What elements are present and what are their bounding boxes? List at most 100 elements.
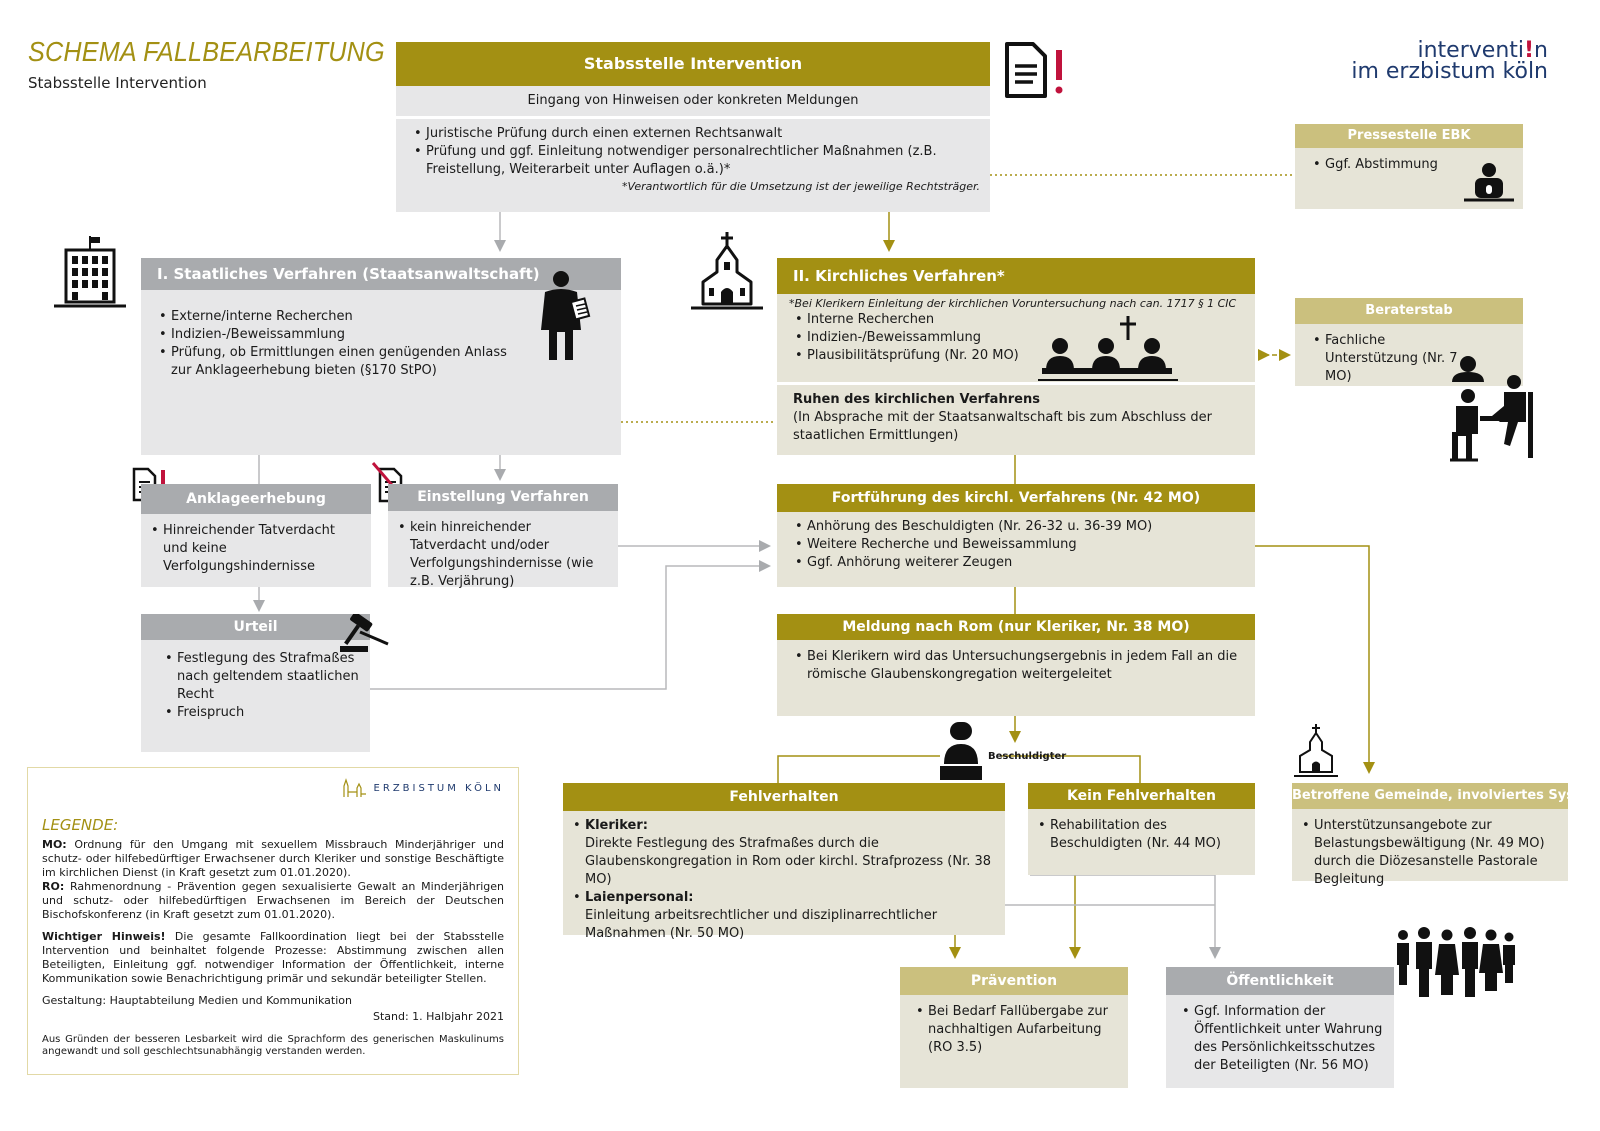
list-item: Kleriker: Direkte Festlegung des Strafmaß… xyxy=(573,817,995,889)
hint-text: Die gesamte Fallkoordination liegt bei d… xyxy=(42,930,504,985)
praevention-title: Prävention xyxy=(900,967,1128,995)
list-item: Anhörung des Beschuldigten (Nr. 26-32 u.… xyxy=(795,518,1245,536)
page-title: SCHEMA FALLBEARBEITUNG xyxy=(28,36,385,67)
journalist-icon xyxy=(1464,163,1514,202)
intervention-logo: interventi!n im erzbistum köln xyxy=(1351,38,1548,84)
legend-hint: Wichtiger Hinweis! Die gesamte Fallkoord… xyxy=(42,930,504,986)
fehlverhalten-title: Fehlverhalten xyxy=(563,783,1005,811)
kleriker-label: Kleriker: xyxy=(585,818,648,833)
list-item: Prüfung, ob Ermittlungen einen genügende… xyxy=(159,344,511,380)
meldung-box: Meldung nach Rom (nur Kleriker, Nr. 38 M… xyxy=(777,614,1255,716)
laien-text: Einleitung arbeitsrechtlicher und diszip… xyxy=(585,908,938,941)
kirchlich-note: *Bei Klerikern Einleitung der kirchliche… xyxy=(789,297,1237,310)
lawyer-icon xyxy=(541,271,591,360)
list-item: Bei Klerikern wird das Untersuchungserge… xyxy=(795,648,1245,684)
kirchlich-box: II. Kirchliches Verfahren* *Bei Kleriker… xyxy=(777,258,1255,455)
staatlich-box: I. Staatliches Verfahren (Staatsanwaltsc… xyxy=(141,258,621,455)
legend-title: LEGENDE: xyxy=(42,816,119,834)
ruhen-text: (In Absprache mit der Staatsanwaltschaft… xyxy=(793,410,1212,443)
urteil-title: Urteil xyxy=(141,614,370,640)
list-item: kein hinreichender Tatverdacht und/oder … xyxy=(398,519,608,591)
kirchlich-title: II. Kirchliches Verfahren* xyxy=(777,258,1255,294)
church-icon xyxy=(691,232,763,310)
legend-box: ERZBISTUM KÖLN LEGENDE: MO: Ordnung für … xyxy=(27,767,519,1075)
list-item: Ggf. Information der Öffentlichkeit unte… xyxy=(1182,1003,1384,1075)
list-item: Ggf. Anhörung weiterer Zeugen xyxy=(795,554,1245,572)
kirchlich-list: Interne Recherchen Indizien-/Beweissamml… xyxy=(795,311,1085,365)
ruhen-title: Ruhen des kirchlichen Verfahrens xyxy=(793,392,1040,407)
einstellung-title: Einstellung Verfahren xyxy=(388,484,618,511)
stabsstelle-subtitle: Eingang von Hinweisen oder konkreten Mel… xyxy=(396,86,990,116)
stabsstelle-title: Stabsstelle Intervention xyxy=(396,42,990,86)
group-icon xyxy=(1397,927,1515,997)
urteil-list: Festlegung des Strafmaßes nach geltendem… xyxy=(165,650,360,722)
legend-small-print: Aus Gründen der besseren Lesbarkeit wird… xyxy=(42,1034,504,1057)
list-item: Ggf. Abstimmung xyxy=(1313,156,1513,174)
kein-fehlverhalten-title: Kein Fehlverhalten xyxy=(1028,783,1255,809)
logo-subline: im erzbistum köln xyxy=(1351,59,1548,84)
legend-stand: Stand: 1. Halbjahr 2021 xyxy=(372,1010,504,1023)
legend-design: Gestaltung: Hauptabteilung Medien und Ko… xyxy=(42,994,352,1007)
tribunal-icon xyxy=(1038,316,1178,381)
einstellung-box: Einstellung Verfahren kein hinreichender… xyxy=(388,484,618,589)
gemeinde-title: Betroffene Gemeinde, involviertes System xyxy=(1292,783,1568,809)
erzbistum-brand: ERZBISTUM KÖLN xyxy=(373,783,504,794)
page-subtitle: Stabsstelle Intervention xyxy=(28,74,207,92)
list-item: Rehabilitation des Beschuldigten (Nr. 44… xyxy=(1038,817,1245,853)
mo-text: Ordnung für den Umgang mit sexuellem Mis… xyxy=(42,838,504,879)
church-icon xyxy=(1294,724,1338,777)
presse-title: Pressestelle EBK xyxy=(1295,124,1523,148)
list-item: Externe/interne Recherchen xyxy=(159,308,511,326)
stabsstelle-list: Juristische Prüfung durch einen externen… xyxy=(414,125,980,179)
kein-fehlverhalten-box: Kein Fehlverhalten Rehabilitation des Be… xyxy=(1028,783,1255,875)
oeffentlichkeit-title: Öffentlichkeit xyxy=(1166,967,1394,995)
list-item: Prüfung und ggf. Einleitung notwendiger … xyxy=(414,143,980,179)
list-item: Unterstützunsangebote zur Belastungsbewä… xyxy=(1302,817,1562,889)
beraterstab-box: Beraterstab Fachliche Unterstützung (Nr.… xyxy=(1295,298,1523,386)
meldung-title: Meldung nach Rom (nur Kleriker, Nr. 38 M… xyxy=(777,614,1255,640)
logo-text-1: interventi xyxy=(1417,38,1525,63)
list-item: Hinreichender Tatverdacht und keine Verf… xyxy=(151,522,361,576)
logo-text-2: n xyxy=(1534,38,1548,63)
presse-box: Pressestelle EBK Ggf. Abstimmung xyxy=(1295,124,1523,209)
logo-mark: ! xyxy=(1524,38,1535,63)
ro-text: Rahmenordnung - Prävention gegen sexuali… xyxy=(42,880,505,921)
list-item: Interne Recherchen xyxy=(795,311,1085,329)
fehlverhalten-box: Fehlverhalten Kleriker: Direkte Festlegun… xyxy=(563,783,1005,941)
erzbistum-logo: ERZBISTUM KÖLN xyxy=(42,778,504,798)
fortfuehrung-title: Fortführung des kirchl. Verfahrens (Nr. … xyxy=(777,484,1255,512)
list-item: Laienpersonal: Einleitung arbeitsrechtlic… xyxy=(573,889,995,943)
building-icon xyxy=(54,236,126,308)
legend-mo: MO: Ordnung für den Umgang mit sexuellem… xyxy=(42,838,504,922)
urteil-box: Urteil Festlegung des Strafmaßes nach ge… xyxy=(141,614,370,752)
mo-label: MO: xyxy=(42,838,67,851)
stabsstelle-note: *Verantwortlich für die Umsetzung ist de… xyxy=(621,180,980,193)
anklage-box: Anklageerhebung Hinreichender Tatverdach… xyxy=(141,484,371,587)
gemeinde-box: Betroffene Gemeinde, involviertes System… xyxy=(1292,783,1568,887)
ro-label: RO: xyxy=(42,880,65,893)
beschuldigter-label: Beschuldigter xyxy=(988,751,1067,762)
fortfuehrung-list: Anhörung des Beschuldigten (Nr. 26-32 u.… xyxy=(795,518,1245,572)
laien-label: Laienpersonal: xyxy=(585,890,694,905)
list-item: Indizien-/Beweissammlung xyxy=(795,329,1085,347)
gavel-icon xyxy=(340,614,389,652)
counseling-icon xyxy=(1450,356,1533,462)
fortfuehrung-box: Fortführung des kirchl. Verfahrens (Nr. … xyxy=(777,484,1255,587)
document-alert-icon xyxy=(1005,42,1063,98)
list-item: Indizien-/Beweissammlung xyxy=(159,326,511,344)
list-item: Fachliche Unterstützung (Nr. 7 MO) xyxy=(1313,332,1463,386)
oeffentlichkeit-box: Öffentlichkeit Ggf. Information der Öffe… xyxy=(1166,967,1394,1088)
list-item: Juristische Prüfung durch einen externen… xyxy=(414,125,980,143)
list-item: Bei Bedarf Fallübergabe zur nachhaltigen… xyxy=(916,1003,1118,1057)
hint-label: Wichtiger Hinweis! xyxy=(42,930,166,943)
beraterstab-title: Beraterstab xyxy=(1295,298,1523,324)
accused-person-icon xyxy=(940,722,982,780)
staatlich-title: I. Staatliches Verfahren (Staatsanwaltsc… xyxy=(141,258,621,290)
praevention-box: Prävention Bei Bedarf Fallübergabe zur n… xyxy=(900,967,1128,1088)
kleriker-text: Direkte Festlegung des Strafmaßes durch … xyxy=(585,836,992,887)
stabsstelle-box: Stabsstelle Intervention Eingang von Hin… xyxy=(396,42,990,212)
list-item: Festlegung des Strafmaßes nach geltendem… xyxy=(165,650,360,704)
list-item: Plausibilitätsprüfung (Nr. 20 MO) xyxy=(795,347,1085,365)
staatlich-list: Externe/interne Recherchen Indizien-/Bew… xyxy=(159,308,511,380)
